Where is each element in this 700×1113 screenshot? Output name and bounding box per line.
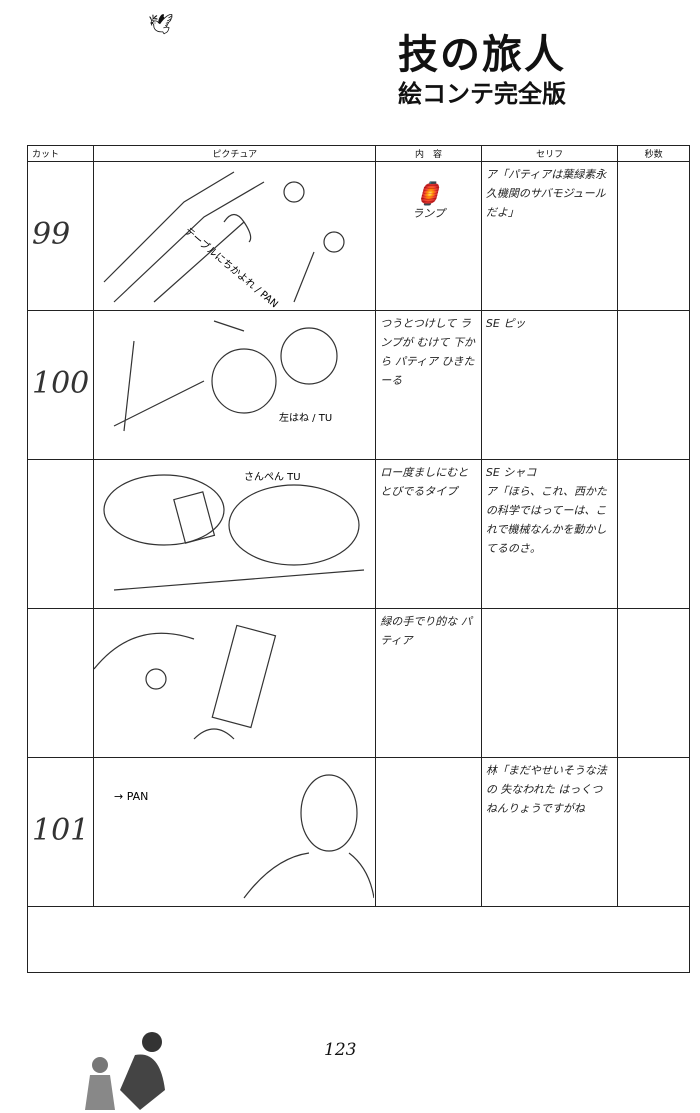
character-silhouette-icon [85, 1032, 165, 1110]
seconds-cell [617, 161, 690, 311]
page-title: 技の旅人 [398, 32, 566, 78]
sketch-image [94, 624, 277, 740]
content-cell: 🏮ランプ [375, 161, 482, 311]
seconds-cell [617, 459, 690, 609]
cut-number: 100 [26, 310, 95, 460]
sketch-image: テーブルにちかよれ / PAN [103, 171, 345, 310]
content-cell [375, 757, 482, 907]
cut-number: 99 [26, 161, 95, 311]
sketch-image: さんぺん TU [103, 471, 365, 591]
dialogue-cell: SE ピッ [480, 310, 619, 460]
picture-cell: テーブルにちかよれ / PAN [93, 161, 377, 311]
seconds-cell [617, 608, 690, 758]
table-row: 100 左はね / TU つうとつけして ランプが むけて 下から パティア ひ… [26, 310, 690, 460]
table-row: 99 テーブルにちかよれ / PAN 🏮ランプ ア「パティアは葉緑素永久機関のサ… [26, 161, 690, 311]
sketch-image: 左はね / TU [113, 320, 338, 432]
content-cell: つうとつけして ランプが むけて 下から パティア ひきたーる [375, 310, 482, 460]
lamp-icon: 🏮 [414, 182, 443, 207]
bird-icon: 🕊 [148, 12, 174, 36]
picture-cell: → PAN [93, 757, 377, 907]
sketch-note: 左はね / TU [279, 411, 332, 424]
dialogue-cell: ア「パティアは葉緑素永久機関のサバモジュールだよ」 [480, 161, 619, 311]
col-seconds: 秒数 [617, 145, 690, 162]
picture-cell [93, 608, 377, 758]
seconds-cell [617, 310, 690, 460]
col-dialogue: セリフ [480, 145, 619, 162]
sketch-note: → PAN [114, 790, 148, 803]
page-subtitle: 絵コンテ完全版 [398, 80, 566, 108]
dialogue-cell: SE シャコ ア「ほら、これ、西かたの科学ではってーは、これで機械なんかを動かし… [480, 459, 619, 609]
cut-number [26, 459, 95, 609]
sketch-note: テーブルにちかよれ / PAN [182, 224, 281, 310]
cut-number [26, 608, 95, 758]
content-cell: 緑の手でり的な パティア [375, 608, 482, 758]
col-content: 内 容 [375, 145, 482, 162]
picture-cell: さんぺん TU [93, 459, 377, 609]
seconds-cell [617, 757, 690, 907]
header-row: カット ピクチュア 内 容 セリフ 秒数 [26, 145, 690, 162]
content-cell: ロー度ましにむと とびでるタイプ [375, 459, 482, 609]
content-text: ランプ [412, 207, 445, 220]
col-cut: カット [26, 145, 95, 162]
cut-number: 101 [26, 757, 95, 907]
col-picture: ピクチュア [93, 145, 377, 162]
table-row: 緑の手でり的な パティア [26, 608, 690, 758]
dialogue-cell [480, 608, 619, 758]
blank-row [27, 906, 690, 973]
sketch-image: → PAN [114, 774, 375, 899]
storyboard-table: カット ピクチュア 内 容 セリフ 秒数 99 テーブルにちかよれ / PAN … [26, 145, 690, 973]
dialogue-cell: 林「まだやせいそうな法の 失なわれた はっくつ ねんりょうですがね [480, 757, 619, 907]
blank-cell [27, 906, 690, 973]
table-row: さんぺん TU ロー度ましにむと とびでるタイプ SE シャコ ア「ほら、これ、… [26, 459, 690, 609]
sketch-note: さんぺん TU [244, 471, 301, 483]
table-row: 101 → PAN 林「まだやせいそうな法の 失なわれた はっくつ ねんりょうで… [26, 757, 690, 907]
page-number: 123 [324, 1040, 357, 1060]
picture-cell: 左はね / TU [93, 310, 377, 460]
